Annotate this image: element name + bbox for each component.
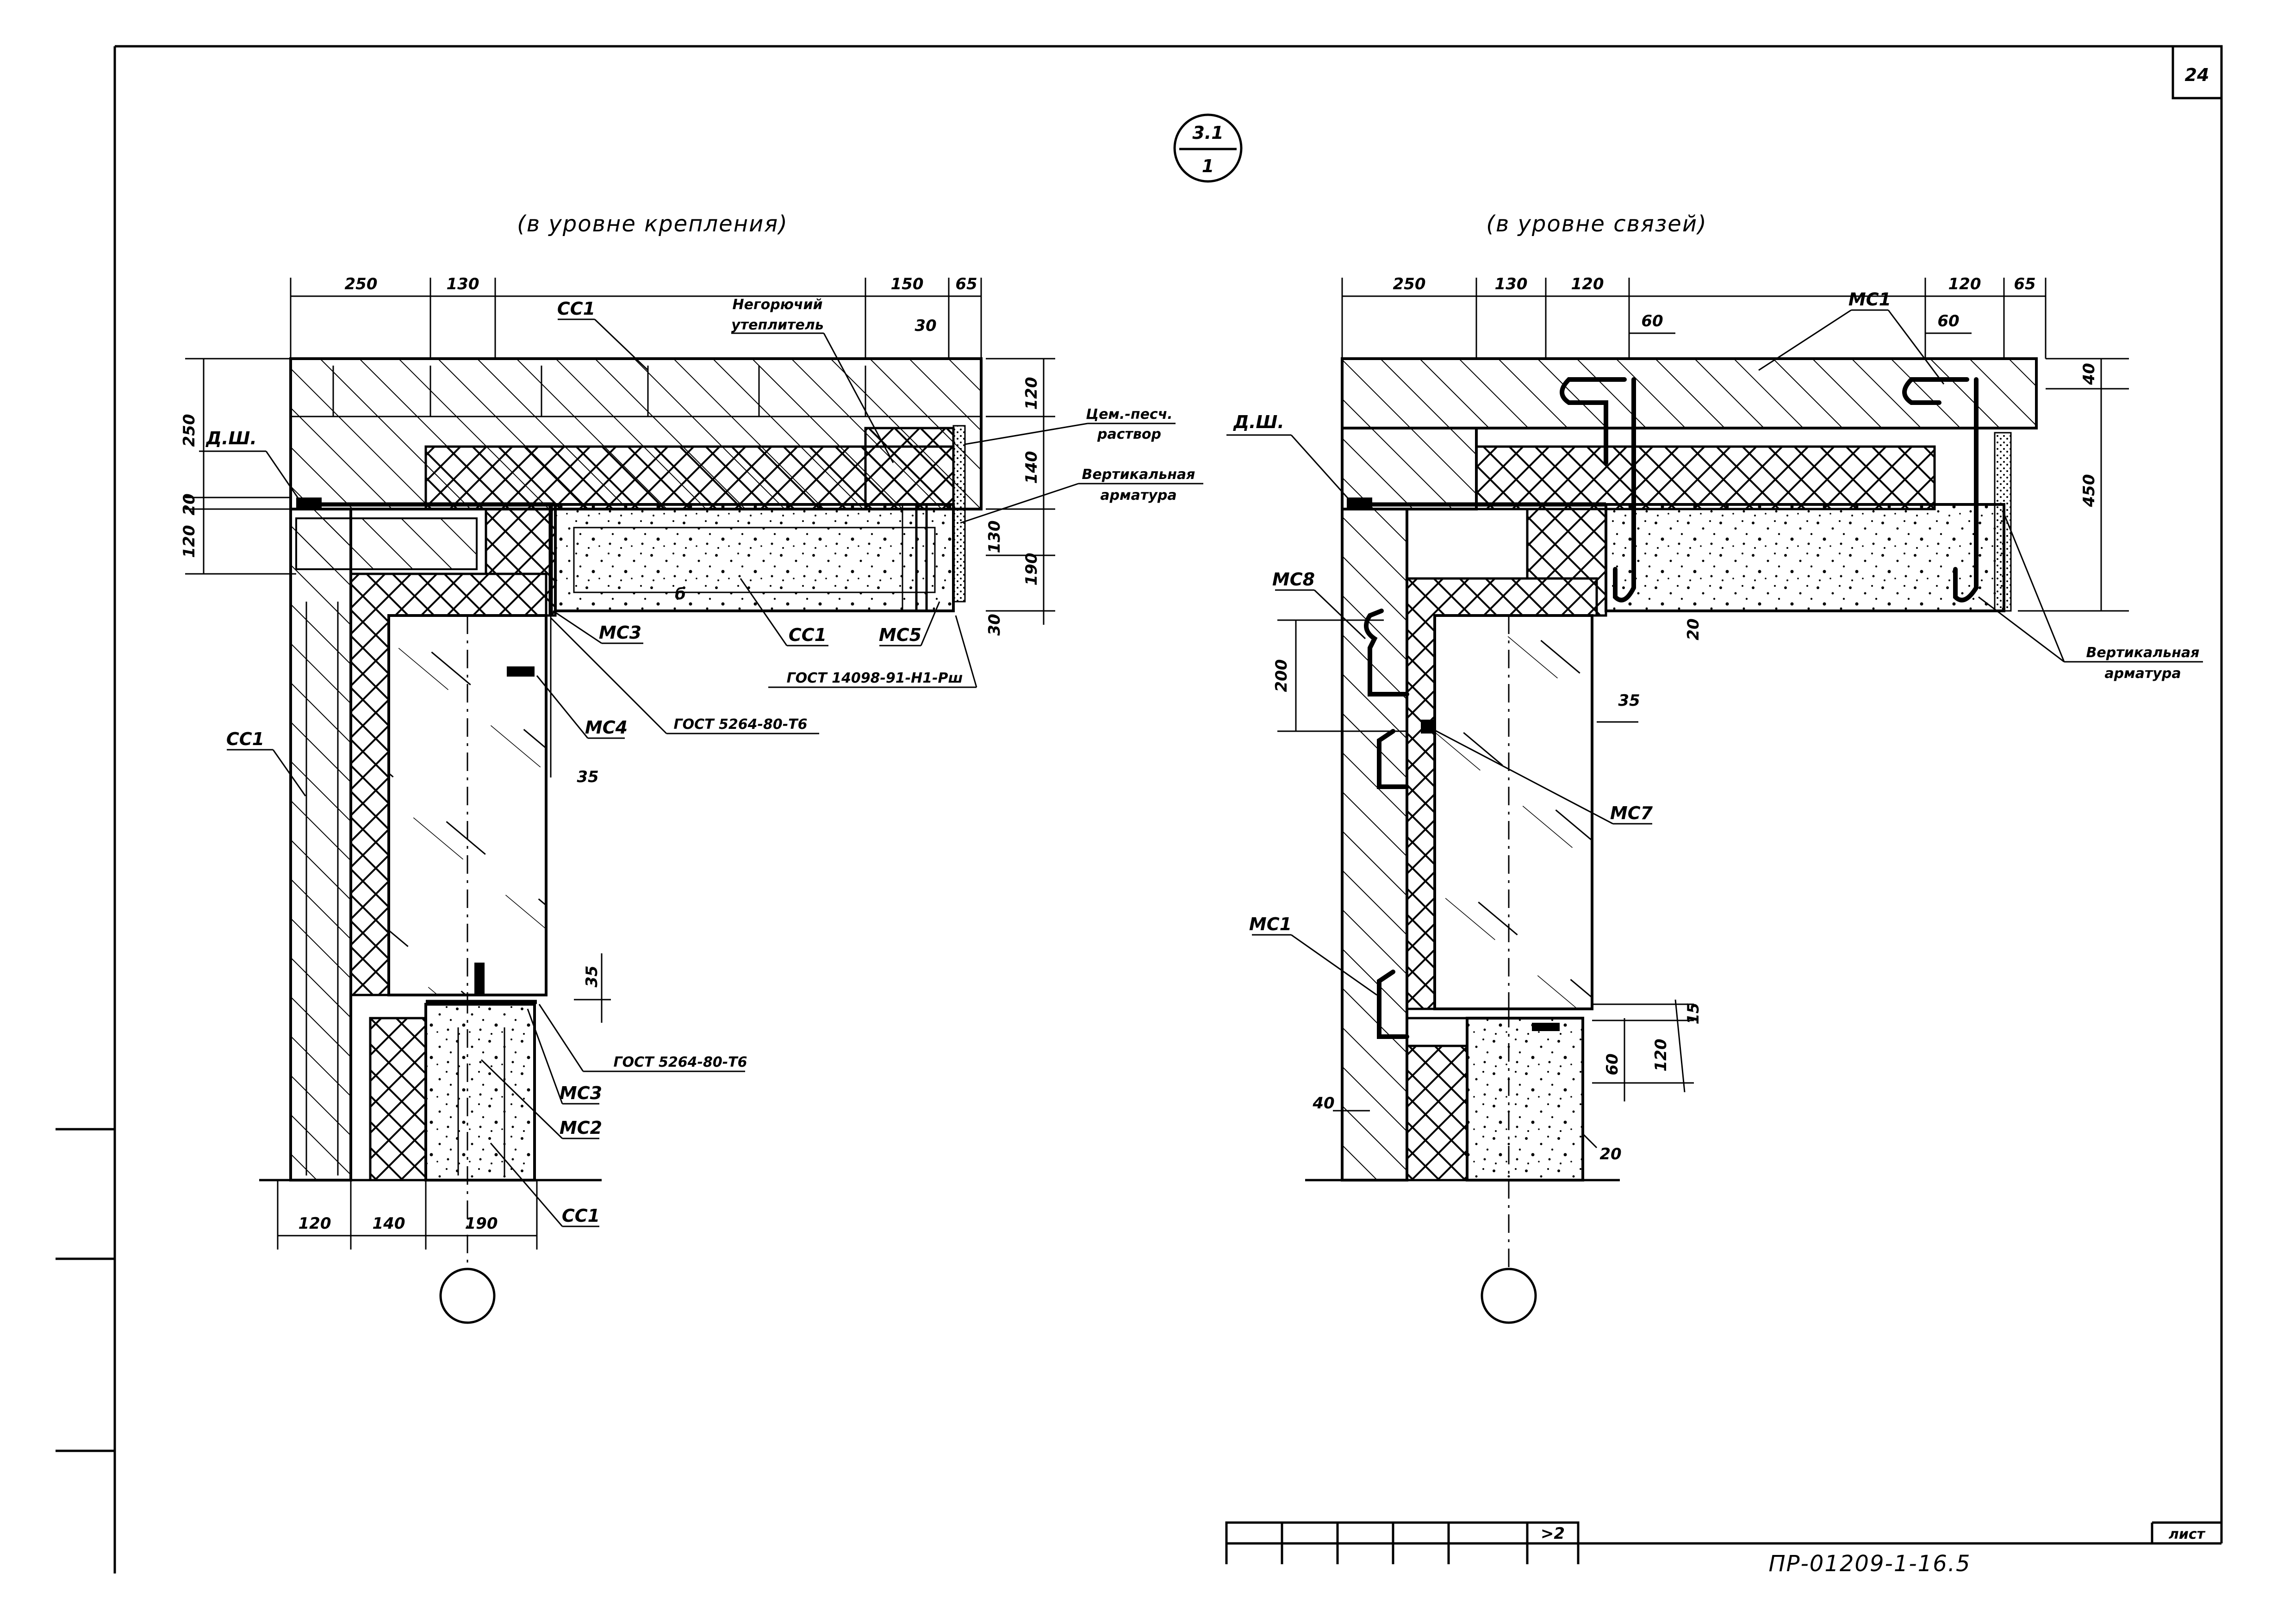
label-mortar-2: раствор <box>1097 426 1161 442</box>
section-mark-top: 3.1 <box>1192 123 1223 143</box>
right-dim-35: 35 <box>1618 691 1640 710</box>
label-mc5: МС5 <box>879 625 921 645</box>
left-dim-bottom-120: 120 <box>299 1214 331 1233</box>
label-cc1-mid: СС1 <box>789 625 827 645</box>
left-wall-detail <box>259 357 983 1324</box>
right-dim-60: 60 <box>1603 1053 1622 1075</box>
right-dims-top: 250 130 120 60 120 60 65 <box>1341 275 2047 359</box>
label-mc4: МС4 <box>585 717 628 738</box>
label-gost-5264-a: ГОСТ 5264-80-Т6 <box>673 716 807 733</box>
right-dim-40-bottom: 40 <box>1312 1094 1334 1113</box>
left-dim-30-top: 30 <box>915 317 936 335</box>
label-cc1-left: СС1 <box>226 729 264 749</box>
left-dim-left-20: 20 <box>180 493 199 515</box>
label-rebar-left-2: арматура <box>1100 487 1176 504</box>
sheet-number: 24 <box>2185 65 2209 85</box>
label-mc1-left: МС1 <box>1249 914 1292 934</box>
right-view-caption: (в уровне связей) <box>1486 211 1707 237</box>
right-dim-450: 450 <box>2080 474 2098 508</box>
label-cc1-top: СС1 <box>557 298 595 319</box>
right-dims-misc: 200 35 20 15 120 60 40 20 <box>1272 618 1703 1163</box>
left-dims-top: 250 130 150 65 30 <box>290 275 982 359</box>
right-dim-120: 120 <box>1652 1039 1670 1072</box>
section-mark-bottom: 1 <box>1202 156 1214 176</box>
left-dims-left: 250 20 120 <box>180 358 296 575</box>
label-mc2: МС2 <box>560 1118 602 1138</box>
left-dim-b: б <box>675 585 686 603</box>
left-dim-left-250: 250 <box>180 414 199 447</box>
right-dim-top-60a: 60 <box>1641 312 1663 330</box>
left-view-caption: (в уровне крепления) <box>517 211 788 237</box>
right-dim-top-65: 65 <box>2014 275 2035 293</box>
label-dsh-right: Д.Ш. <box>1233 412 1284 432</box>
right-dim-top-250: 250 <box>1393 275 1426 293</box>
left-dim-right-120: 120 <box>1022 377 1041 410</box>
right-dim-top-120a: 120 <box>1571 275 1604 293</box>
stamp-label: лист <box>2169 1526 2206 1542</box>
section-mark: 3.1 1 <box>1173 113 1243 183</box>
left-dim-35-mid: 35 <box>577 768 598 786</box>
right-dim-top-130: 130 <box>1495 275 1528 293</box>
label-dsh-left: Д.Ш. <box>205 428 257 448</box>
label-insulation-2: утеплитель <box>731 317 824 333</box>
left-dim-bottom-190: 190 <box>465 1214 498 1233</box>
left-dim-35-low: 35 <box>583 965 601 987</box>
right-labels: МС1 Д.Ш. МС8 МС7 МС1 Вертикальная армату… <box>1226 289 2203 996</box>
document-code: ПР-01209-1-16.5 <box>1768 1551 1971 1577</box>
label-cc1-bottom: СС1 <box>562 1206 600 1226</box>
right-dim-top-60b: 60 <box>1937 312 1959 330</box>
label-rebar-right-1: Вертикальная <box>2086 645 2200 661</box>
right-dim-40-top: 40 <box>2080 363 2098 385</box>
left-dim-top-150: 150 <box>891 275 924 293</box>
label-mc7: МС7 <box>1610 803 1653 823</box>
left-dim-right-130: 130 <box>985 521 1004 553</box>
stamp-text: >2 <box>1541 1524 1565 1543</box>
right-dim-20-a: 20 <box>1684 618 1703 640</box>
left-dim-top-65: 65 <box>955 275 977 293</box>
right-dim-top-120b: 120 <box>1948 275 1981 293</box>
label-mortar-1: Цем.-песч. <box>1086 406 1172 423</box>
title-block: >2 лист ПР-01209-1-16.5 <box>1225 1521 2221 1577</box>
left-dim-right-190: 190 <box>1022 553 1041 586</box>
left-dims-right: 120 140 130 190 30 <box>985 358 1055 636</box>
left-dim-left-120: 120 <box>180 525 199 558</box>
label-rebar-left-1: Вертикальная <box>1082 466 1195 483</box>
label-mc1-top: МС1 <box>1848 289 1891 310</box>
left-dim-right-30: 30 <box>985 614 1004 635</box>
left-dim-top-250: 250 <box>345 275 378 293</box>
label-insulation-1: Негорючий <box>732 297 822 313</box>
left-dim-bottom-140: 140 <box>373 1214 405 1233</box>
left-dim-right-140: 140 <box>1022 451 1041 484</box>
label-mc3-a: МС3 <box>599 622 641 643</box>
label-gost-14098: ГОСТ 14098-91-Н1-Рш <box>787 670 963 686</box>
right-dim-20-b: 20 <box>1599 1145 1621 1163</box>
right-dims-right: 40 450 <box>2018 358 2129 612</box>
label-mc8: МС8 <box>1272 569 1315 590</box>
label-gost-5264-b: ГОСТ 5264-80-Т6 <box>613 1054 747 1070</box>
left-dims-bottom: 120 140 190 35 35 б <box>277 585 686 1250</box>
right-wall-detail <box>1305 357 2038 1324</box>
label-rebar-right-2: арматура <box>2104 665 2181 682</box>
left-dim-top-130: 130 <box>447 275 479 293</box>
sheet-number-box: 24 <box>2172 45 2223 99</box>
right-dim-15: 15 <box>1684 1002 1703 1024</box>
label-mc3-b: МС3 <box>560 1083 602 1103</box>
right-dim-200: 200 <box>1272 659 1291 692</box>
left-labels: СС1 Негорючий утеплитель Цем.-песч. раст… <box>199 297 1203 1227</box>
